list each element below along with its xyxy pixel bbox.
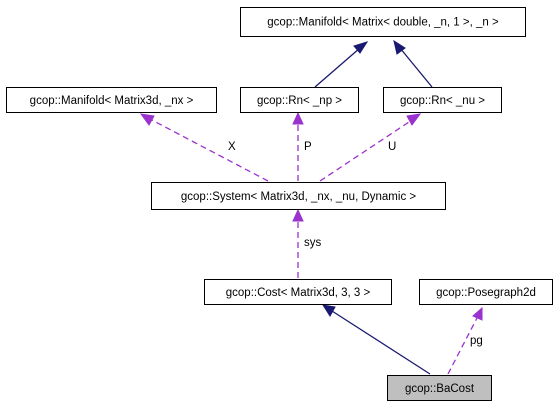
edge-bacost-to-posegraph (447, 306, 483, 375)
node-label: gcop::BaCost (405, 383, 475, 395)
edge-rn-np-to-manifold (314, 41, 369, 88)
node-label: gcop::System< Matrix3d, _nx, _nu, Dynami… (181, 191, 417, 203)
node-cost[interactable]: gcop::Cost< Matrix3d, 3, 3 > (204, 279, 392, 305)
edge-label-u: U (388, 141, 396, 153)
node-label: gcop::Posegraph2d (436, 287, 536, 299)
edge-cost-to-system (292, 208, 304, 278)
edge-label-p: P (304, 141, 312, 153)
node-manifold-matrix3d[interactable]: gcop::Manifold< Matrix3d, _nx > (6, 87, 217, 113)
edge-label-x: X (228, 141, 236, 153)
node-rn-nu[interactable]: gcop::Rn< _nu > (383, 87, 502, 113)
edge-bacost-to-cost (321, 304, 431, 375)
edge-label-sys: sys (304, 237, 322, 249)
edge-system-to-rn-np (292, 111, 304, 181)
node-posegraph[interactable]: gcop::Posegraph2d (419, 279, 553, 305)
node-label: gcop::Manifold< Matrix< double, _n, 1 >,… (267, 17, 499, 29)
node-label: gcop::Rn< _nu > (400, 95, 485, 107)
node-manifold-matrix[interactable]: gcop::Manifold< Matrix< double, _n, 1 >,… (240, 7, 526, 37)
edge-system-to-rn-nu (319, 113, 422, 182)
node-rn-np[interactable]: gcop::Rn< _np > (240, 87, 359, 113)
node-label: gcop::Rn< _np > (257, 95, 342, 107)
node-label: gcop::Cost< Matrix3d, 3, 3 > (226, 287, 371, 299)
node-system[interactable]: gcop::System< Matrix3d, _nx, _nu, Dynami… (151, 182, 446, 210)
node-label: gcop::Manifold< Matrix3d, _nx > (30, 95, 194, 107)
edge-rn-nu-to-manifold (393, 39, 433, 88)
node-bacost[interactable]: gcop::BaCost (387, 375, 492, 401)
edge-label-pg: pg (470, 335, 483, 347)
edge-system-to-manifold3d (139, 113, 269, 182)
